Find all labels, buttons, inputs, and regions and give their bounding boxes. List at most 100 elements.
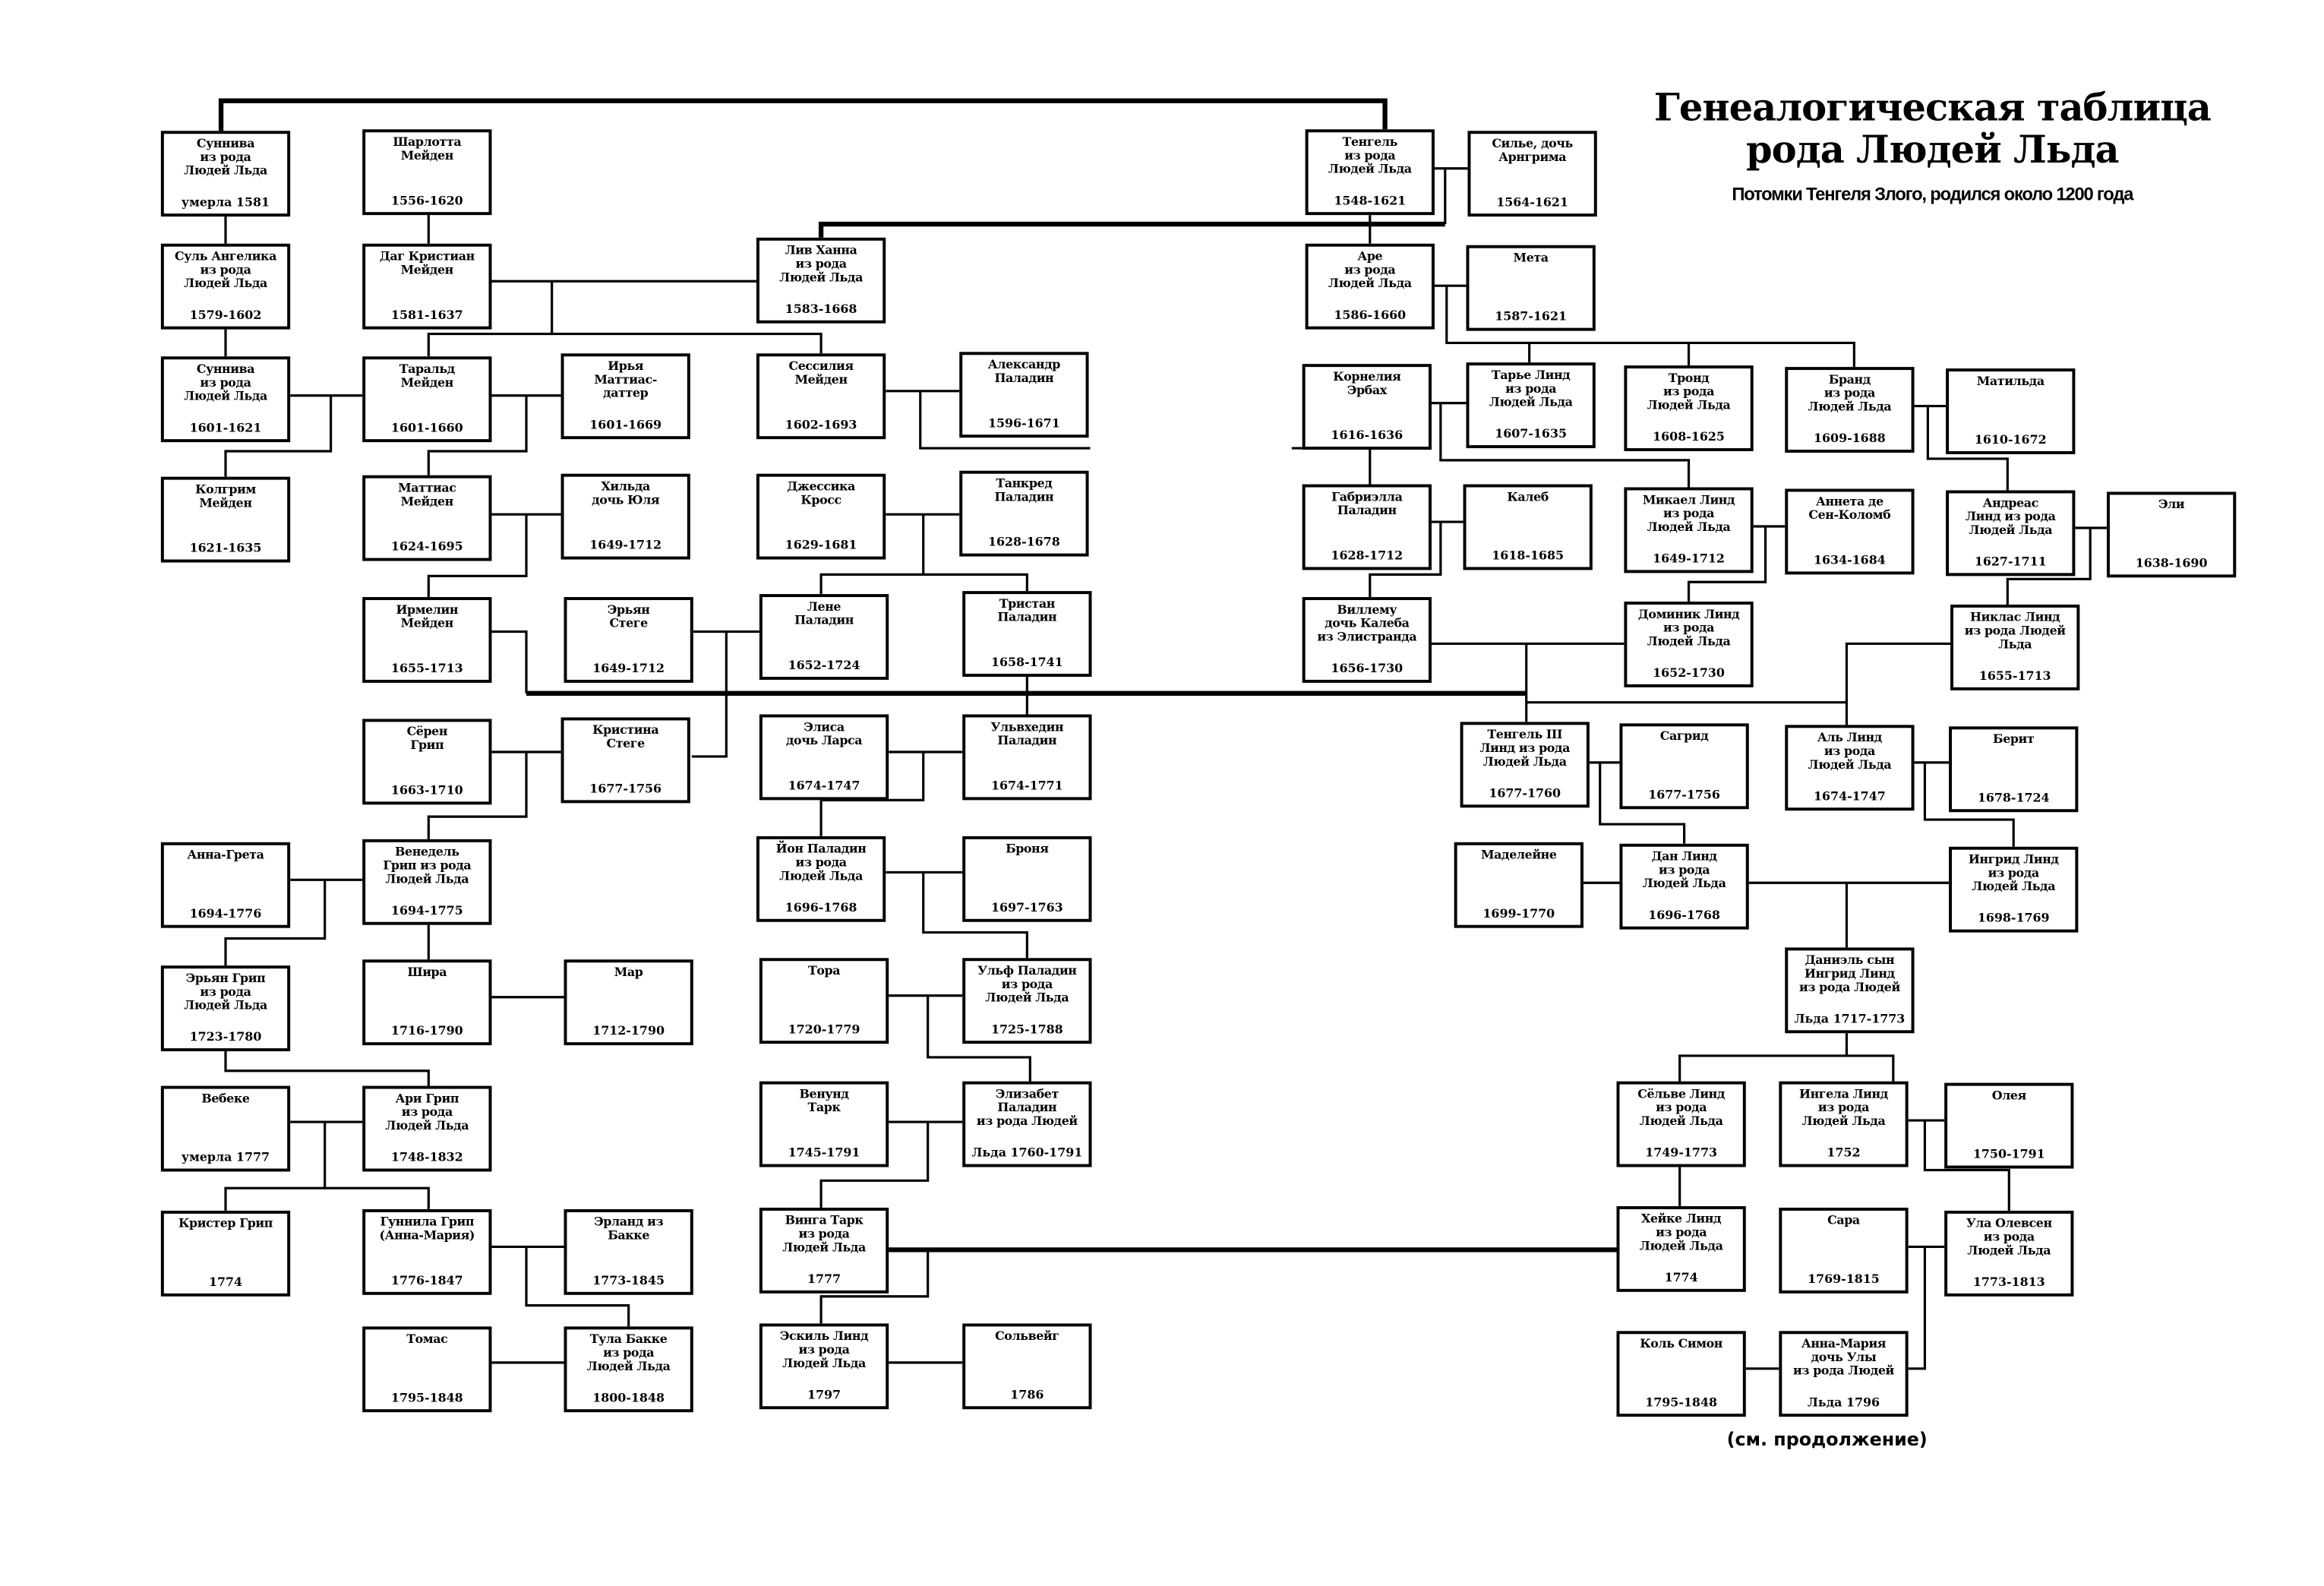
person-dates: 1607-1635	[1495, 425, 1568, 441]
person-name: Берит	[1993, 731, 2035, 747]
person-name: Коль Симон	[1640, 1335, 1722, 1351]
title-line-1: Генеалогическая таблица	[1653, 85, 2212, 130]
person-dates: 1712-1790	[592, 1022, 665, 1038]
person-name: Элизабет Паладин из рода Людей	[976, 1085, 1078, 1128]
person-name: Ирья Маттиас- даттер	[594, 358, 657, 400]
person-dates: умерла 1581	[181, 194, 270, 210]
person-name: Тора	[807, 962, 841, 978]
family-connector-line	[491, 630, 528, 693]
person-dates: 1624-1695	[390, 538, 463, 554]
person-dates: 1608-1625	[1653, 428, 1725, 444]
person-dates: 1583-1668	[785, 301, 857, 316]
person-dates: 1800-1848	[592, 1389, 665, 1405]
person-box: Ингела Линд из рода Людей Льда 1752	[1779, 1081, 1909, 1167]
person-dates: 1674-1771	[990, 777, 1063, 793]
person-name: Сольвейг	[995, 1328, 1059, 1344]
family-connector-line	[427, 332, 823, 357]
person-name: Шарлотта Мейден	[393, 134, 462, 163]
person-name: Кристер Грип	[178, 1215, 273, 1231]
person-name: Тарье Линд из рода Людей Льда	[1489, 367, 1573, 409]
person-name: Танкред Паладин	[994, 475, 1054, 504]
person-name: Винга Тарк из рода Людей Льда	[782, 1212, 866, 1255]
person-dates: 1674-1747	[1814, 788, 1886, 804]
person-name: Хильда дочь Юля	[592, 478, 660, 507]
person-dates: 1773-1813	[1972, 1274, 2045, 1289]
person-box: Аль Линд из рода Людей Льда 1674-1747	[1785, 725, 1915, 811]
person-name: Доминик Линд из рода Людей Льда	[1637, 605, 1740, 649]
person-dates: 1627-1711	[1974, 553, 2047, 569]
person-dates: 1596-1671	[987, 415, 1060, 431]
person-dates: 1601-1669	[589, 416, 662, 432]
person-name: Мета	[1513, 249, 1549, 265]
person-dates: 1677-1756	[589, 780, 662, 796]
person-dates: 1725-1788	[990, 1021, 1063, 1037]
person-dates: 1698-1769	[1977, 909, 2050, 925]
person-name: Гуннила Грип (Анна-Мария)	[379, 1213, 475, 1243]
person-name: Суль Ангелика из рода Людей Льда	[175, 248, 276, 291]
person-dates: 1548-1621	[1334, 192, 1407, 208]
person-name: Венунд Тарк	[799, 1085, 849, 1115]
person-dates: 1649-1712	[592, 660, 665, 676]
person-name: Эрьян Стеге	[607, 602, 650, 630]
family-connector-line	[1291, 447, 1372, 485]
person-name: Ульвхедин Паладин	[990, 719, 1064, 748]
person-dates: 1655-1713	[1978, 668, 2051, 683]
person-box: Хильда дочь Юля 1649-1712	[560, 473, 690, 560]
person-dates: 1663-1710	[390, 782, 463, 798]
person-dates: 1752	[1827, 1144, 1861, 1160]
person-dates: 1601-1660	[390, 419, 463, 435]
person-box: Тарье Линд из рода Людей Льда 1607-1635	[1466, 362, 1596, 449]
person-dates: 1774	[208, 1274, 243, 1289]
family-connector-line	[1445, 286, 1855, 368]
person-name: Бранд из рода Людей Льда	[1808, 371, 1892, 414]
person-dates: 1628-1712	[1331, 547, 1404, 563]
person-dates: 1697-1763	[990, 899, 1063, 915]
family-connector-line	[1908, 1246, 1926, 1370]
person-dates: 1581-1637	[390, 306, 463, 322]
main-lineage-connector-line	[218, 98, 1388, 131]
family-connector-line	[927, 995, 1031, 1082]
person-dates: 1649-1712	[589, 536, 662, 552]
family-connector-line	[224, 395, 333, 477]
person-dates: 1674-1747	[788, 777, 860, 793]
person-dates: 1723-1780	[189, 1028, 262, 1044]
family-connector-line	[427, 514, 528, 598]
person-name: Ингела Линд из рода Людей Льда	[1799, 1085, 1888, 1128]
person-name: Суннива из рода Людей Льда	[184, 361, 267, 403]
person-name: Силье, дочь Арнгрима	[1492, 135, 1573, 164]
person-name: Ульф Паладин из рода Людей Льда	[977, 962, 1077, 1005]
family-connector-line	[1678, 1054, 1895, 1082]
person-box: Гуннила Грип (Анна-Мария)1776-1847	[362, 1208, 492, 1295]
person-dates: 1655-1713	[390, 660, 463, 676]
person-name: Сёльве Линд из рода Людей Льда	[1637, 1085, 1726, 1128]
family-connector-line	[427, 395, 528, 475]
family-connector-line	[2006, 527, 2092, 605]
person-name: Анна-Грета	[187, 846, 264, 862]
family-connector-line	[525, 1246, 630, 1327]
person-name: Аль Линд из рода Людей Льда	[1808, 729, 1892, 772]
